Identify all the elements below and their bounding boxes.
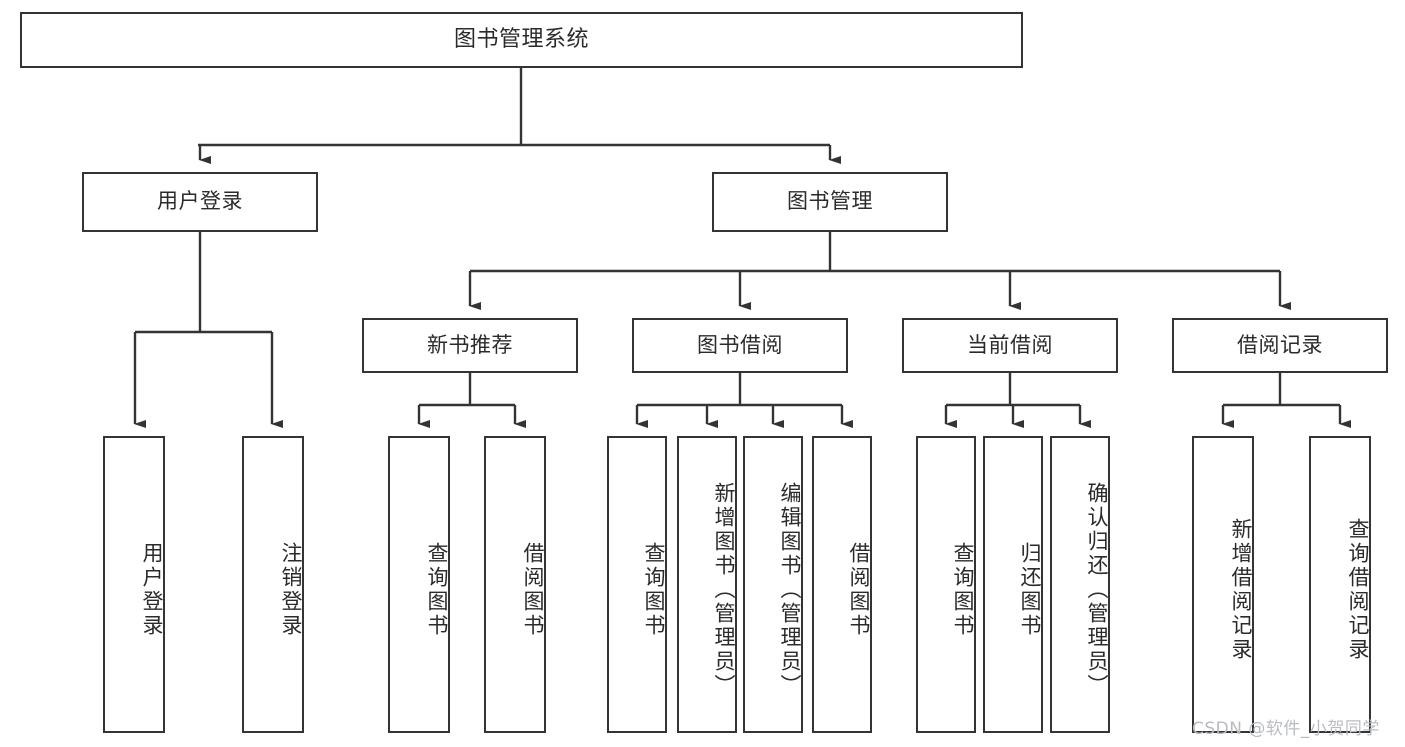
leaf-borrow-book-recommend[interactable]: 借阅图书 <box>484 436 546 733</box>
leaf-query-borrow-record[interactable]: 查询借阅记录 <box>1309 436 1371 733</box>
leaf-logout[interactable]: 注销登录 <box>242 436 304 733</box>
node-new-book-recommend[interactable]: 新书推荐 <box>362 318 578 373</box>
leaf-query-book-current[interactable]: 查询图书 <box>916 436 976 733</box>
leaf-query-book-recommend[interactable]: 查询图书 <box>388 436 450 733</box>
node-root[interactable]: 图书管理系统 <box>20 12 1023 68</box>
node-current-borrow[interactable]: 当前借阅 <box>902 318 1118 373</box>
leaf-borrow-book[interactable]: 借阅图书 <box>812 436 872 733</box>
node-book-management[interactable]: 图书管理 <box>712 172 948 232</box>
csdn-watermark: CSDN @软件_小贺同学 <box>1192 719 1380 739</box>
node-user-login[interactable]: 用户登录 <box>82 172 318 232</box>
leaf-add-borrow-record[interactable]: 新增借阅记录 <box>1192 436 1254 733</box>
leaf-edit-book-admin[interactable]: 编辑图书（管理员） <box>743 436 803 733</box>
leaf-user-login[interactable]: 用户登录 <box>103 436 165 733</box>
leaf-add-book-admin[interactable]: 新增图书（管理员） <box>677 436 737 733</box>
leaf-confirm-return-admin[interactable]: 确认归还（管理员） <box>1050 436 1110 733</box>
leaf-query-book-borrow[interactable]: 查询图书 <box>607 436 667 733</box>
leaf-return-book[interactable]: 归还图书 <box>983 436 1043 733</box>
node-book-borrow[interactable]: 图书借阅 <box>632 318 848 373</box>
node-borrow-record[interactable]: 借阅记录 <box>1172 318 1388 373</box>
